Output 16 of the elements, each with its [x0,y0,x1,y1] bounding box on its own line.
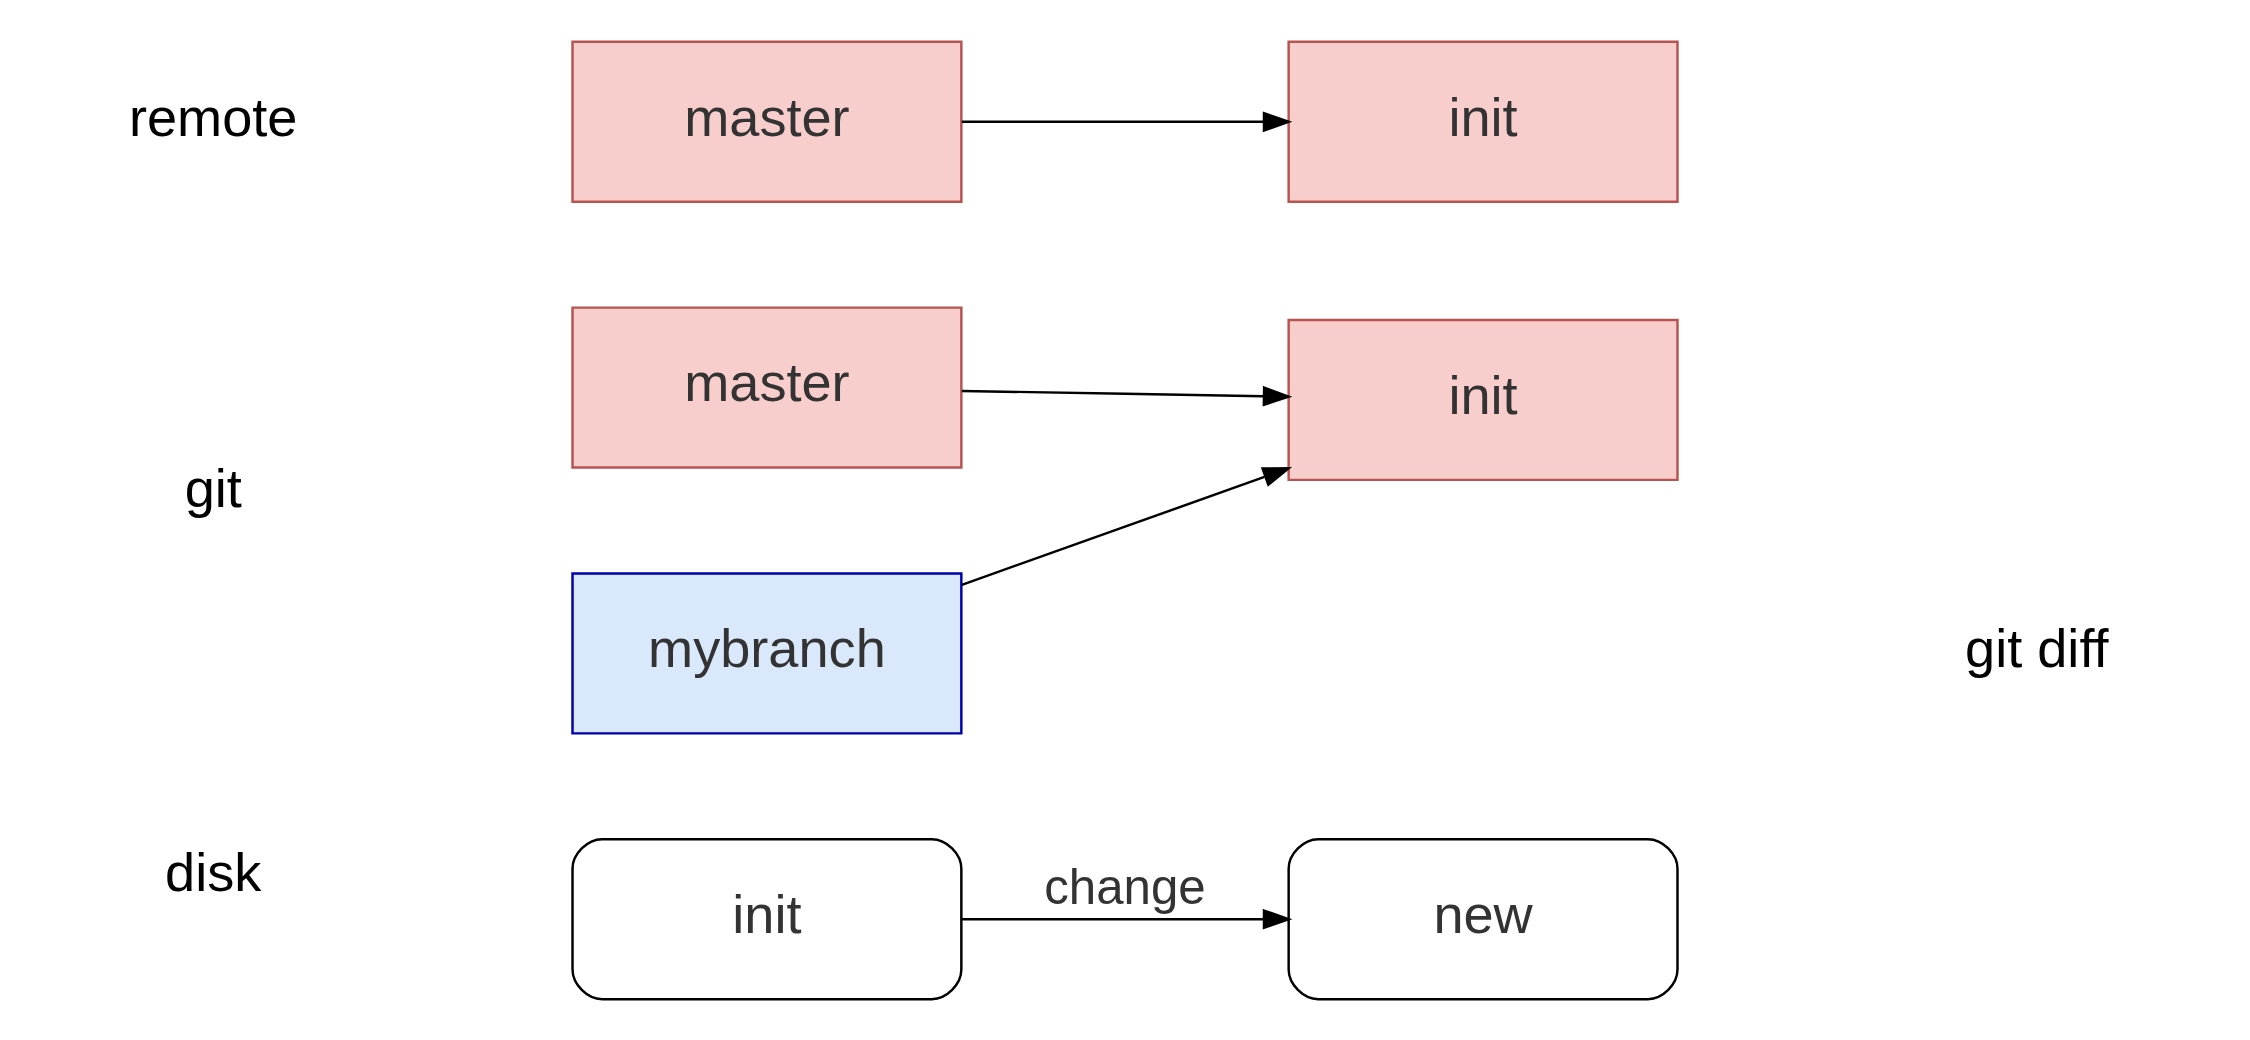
edge-label: change [1044,858,1206,914]
arrow [961,466,1293,586]
arrow [961,110,1293,132]
label: remote [128,86,298,147]
node-box: mybranch [571,571,963,735]
arrow [961,908,1293,930]
label: git [184,457,242,518]
node-box: new [1287,837,1679,1000]
node-box: init [1287,40,1679,203]
node-box: init [571,837,963,1000]
arrow [961,385,1293,406]
node-box: init [1287,318,1679,481]
node-box: master [571,40,963,203]
node-box: master [571,305,963,469]
label: git diff [1965,617,2109,678]
label: disk [165,841,262,902]
